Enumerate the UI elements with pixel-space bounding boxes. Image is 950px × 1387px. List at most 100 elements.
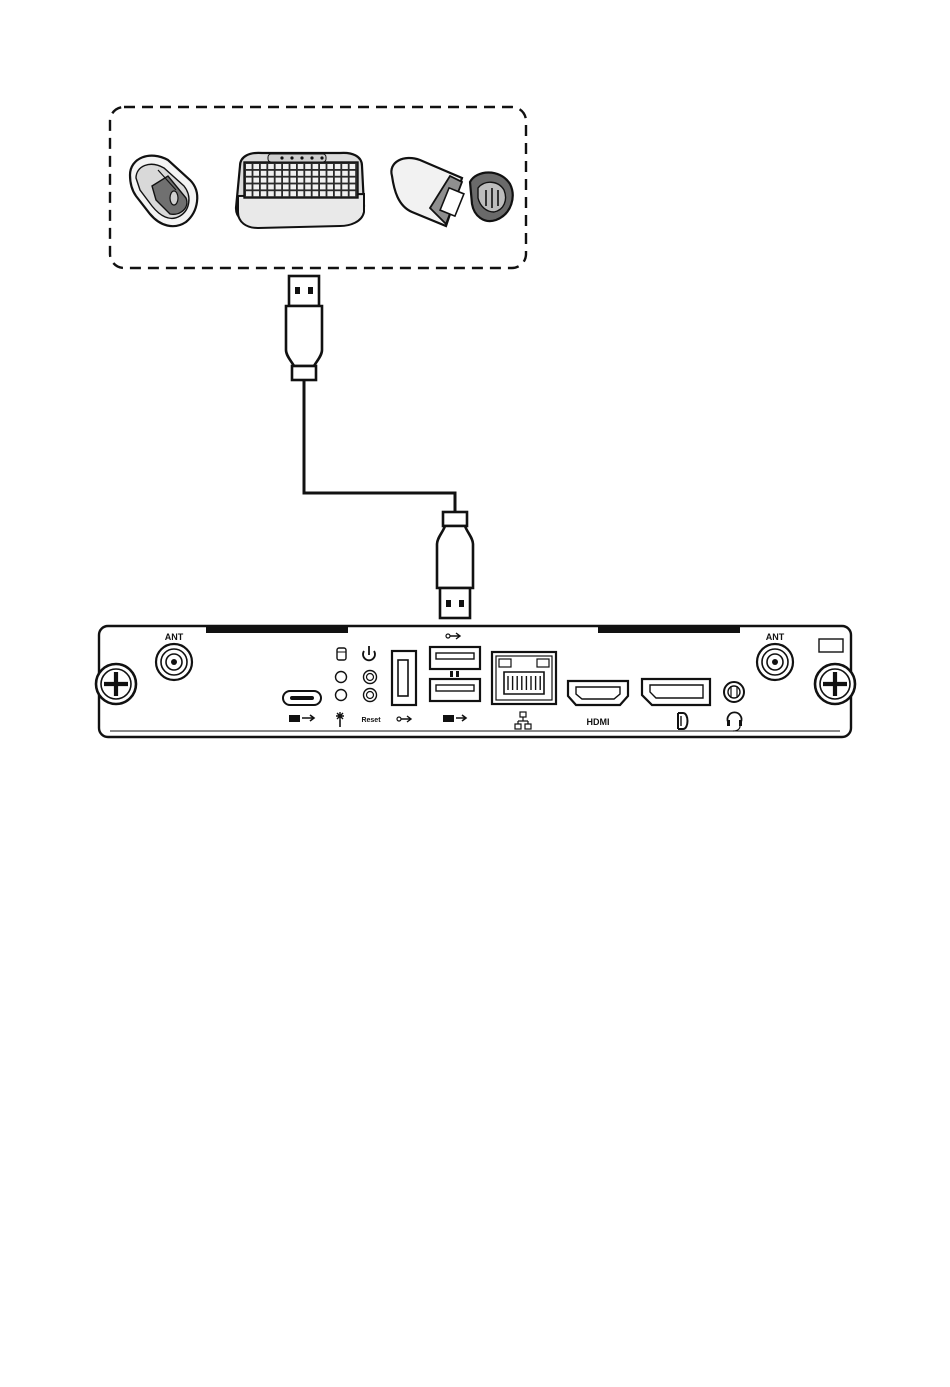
keyboard-key: [350, 178, 356, 183]
keyboard-key: [320, 184, 326, 189]
keyboard-key: [327, 178, 333, 183]
keyboard-key: [253, 171, 259, 176]
panel-label-slot: [819, 639, 843, 652]
keyboard-key: [261, 164, 267, 169]
keyboard-key: [327, 171, 333, 176]
keyboard-key: [261, 171, 267, 176]
keyboard-key: [335, 184, 341, 189]
ant-right-label: ANT: [766, 632, 785, 642]
keyboard-key: [298, 178, 304, 183]
antenna-connector-icon: [156, 644, 192, 680]
reset-button[interactable]: [364, 689, 377, 702]
keyboard-key: [320, 191, 326, 196]
storage-led-icon: [337, 648, 346, 660]
keyboard-key: [298, 184, 304, 189]
keyboard-key: [276, 178, 282, 183]
keyboard-key: [342, 184, 348, 189]
keyboard-key: [253, 191, 259, 196]
keyboard-key: [283, 171, 289, 176]
keyboard-key: [268, 191, 274, 196]
keyboard-key: [276, 184, 282, 189]
displayport-icon: [642, 679, 710, 705]
mounting-screw-icon: [96, 664, 136, 704]
keyboard-key: [342, 191, 348, 196]
power-button[interactable]: [364, 671, 377, 684]
keyboard-key: [320, 171, 326, 176]
ethernet-port-icon: [492, 652, 556, 704]
keyboard-key: [305, 164, 311, 169]
keyboard-key: [350, 184, 356, 189]
keyboard-key: [342, 178, 348, 183]
power-led: [336, 690, 347, 701]
keyboard-key: [313, 171, 319, 176]
keyboard-key: [253, 184, 259, 189]
keyboard-key: [335, 164, 341, 169]
keyboard-key: [320, 164, 326, 169]
usb-a-port-icon: [392, 651, 416, 705]
antenna-connector-icon: [757, 644, 793, 680]
keyboard-key: [342, 164, 348, 169]
keyboard-key: [342, 171, 348, 176]
keyboard-key: [261, 178, 267, 183]
keyboard-key: [261, 184, 267, 189]
keyboard-key: [246, 178, 252, 183]
keyboard-key: [335, 171, 341, 176]
keyboard-key: [253, 178, 259, 183]
usb-divider-mark: [450, 671, 453, 677]
keyboard-key: [298, 164, 304, 169]
usb-c-port-icon: [283, 691, 321, 705]
usb-a-port-icon: [430, 647, 480, 669]
keyboard-key: [283, 164, 289, 169]
ant-left-label: ANT: [165, 632, 184, 642]
usb-plug-upper-icon: [286, 276, 322, 380]
keyboard-key: [335, 191, 341, 196]
keyboard-key: [327, 191, 333, 196]
keyboard-key: [320, 178, 326, 183]
keyboard-key: [313, 184, 319, 189]
keyboard-key: [313, 164, 319, 169]
keyboard-key: [305, 184, 311, 189]
storage-led: [336, 672, 347, 683]
usb-plug-lower-icon: [437, 512, 473, 618]
keyboard-key: [283, 178, 289, 183]
mouse-icon: [130, 156, 197, 227]
usb-a-port-icon: [430, 679, 480, 701]
keyboard-icon: [236, 153, 364, 228]
keyboard-key: [290, 191, 296, 196]
keyboard-key: [276, 171, 282, 176]
keyboard-key: [335, 178, 341, 183]
keyboard-key: [246, 171, 252, 176]
mounting-screw-icon: [815, 664, 855, 704]
keyboard-key: [290, 178, 296, 183]
keyboard-key: [246, 191, 252, 196]
keyboard-key: [305, 178, 311, 183]
hdmi-label: HDMI: [587, 717, 610, 727]
audio-jack-icon: [724, 682, 744, 702]
keyboard-key: [327, 164, 333, 169]
keyboard-key: [350, 191, 356, 196]
keyboard-key: [253, 164, 259, 169]
keyboard-key: [268, 184, 274, 189]
keyboard-key: [305, 191, 311, 196]
keyboard-key: [298, 191, 304, 196]
rear-io-panel: ANT ANT: [96, 626, 855, 737]
usb-cable: [304, 380, 455, 512]
hdmi-port-icon: [568, 681, 628, 705]
reset-label: Reset: [361, 717, 381, 724]
keyboard-key: [268, 178, 274, 183]
panel-vent-right: [598, 627, 740, 633]
keyboard-key: [268, 164, 274, 169]
keyboard-key: [313, 178, 319, 183]
keyboard-key: [313, 191, 319, 196]
keyboard-key: [350, 164, 356, 169]
keyboard-key: [327, 184, 333, 189]
keyboard-key: [290, 164, 296, 169]
keyboard-key: [290, 171, 296, 176]
keyboard-key: [268, 171, 274, 176]
keyboard-key: [246, 184, 252, 189]
panel-vent-left: [206, 627, 348, 633]
keyboard-key: [298, 171, 304, 176]
keyboard-key: [246, 164, 252, 169]
usb-flash-drive-icon: [391, 158, 512, 226]
